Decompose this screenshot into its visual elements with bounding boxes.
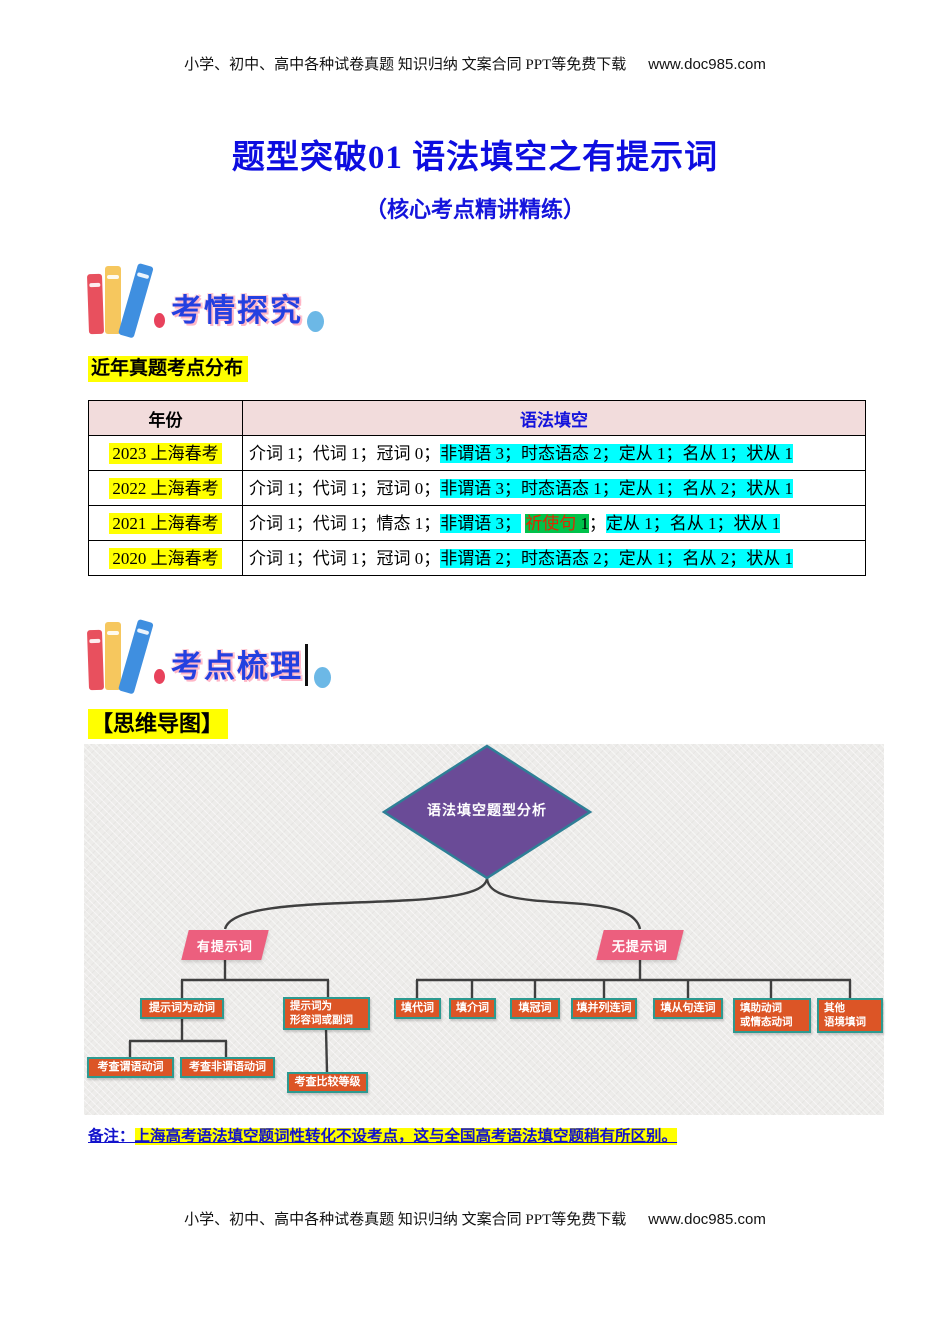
blue-book-icon bbox=[118, 262, 154, 339]
mindmap-node-check-predicate-verb: 考查谓语动词 bbox=[87, 1057, 174, 1078]
content-cell: 介词 1；代词 1；冠词 0；非谓语 3；时态语态 2；定从 1；名从 1；状从… bbox=[242, 435, 866, 471]
branch-label: 有提示词 bbox=[196, 938, 253, 954]
text-segment: 介词 1；代词 1；冠词 0； bbox=[249, 479, 441, 498]
mindmap-node-hint-verb: 提示词为动词 bbox=[140, 998, 224, 1019]
mindmap-node-fill-other-context: 其他 语境填词 bbox=[817, 998, 883, 1033]
text-segment: 1 bbox=[576, 514, 589, 533]
content-cell: 介词 1；代词 1；冠词 0；非谓语 3；时态语态 1；定从 1；名从 2；状从… bbox=[242, 470, 866, 506]
year-cell: 2023 上海春考 bbox=[88, 435, 243, 471]
mindmap-node-fill-pronoun: 填代词 bbox=[394, 998, 441, 1019]
yellow-book-icon bbox=[105, 622, 121, 690]
mindmap-node-fill-coordinating-conjunction: 填并列连词 bbox=[571, 998, 637, 1019]
table-header-year: 年份 bbox=[88, 400, 243, 436]
root-diamond bbox=[381, 744, 593, 880]
red-book-icon bbox=[86, 273, 105, 335]
text-segment: 介词 1；代词 1；冠词 0； bbox=[249, 444, 441, 463]
text-segment: 非谓语 3；时态语态 2；定从 1；名从 1；状从 1 bbox=[440, 444, 793, 463]
blue-book-icon bbox=[118, 618, 154, 695]
text-segment: 非谓语 2；时态语态 2；定从 1；名从 2；状从 1 bbox=[440, 549, 793, 568]
mindmap-node-fill-article: 填冠词 bbox=[510, 998, 560, 1019]
note-label: 备注： bbox=[88, 1128, 135, 1145]
mindmap-branch-without-hint: 无提示词 bbox=[596, 930, 684, 960]
text-segment: 非谓语 3；时态语态 1；定从 1；名从 2；状从 1 bbox=[440, 479, 793, 498]
section-heading-mindmap: 【思维导图】 bbox=[88, 706, 229, 739]
red-book-icon bbox=[86, 629, 105, 691]
table-row: 2022 上海春考 介词 1；代词 1；冠词 0；非谓语 3；时态语态 1；定从… bbox=[88, 470, 866, 506]
header-site-link[interactable]: www.doc985.com bbox=[648, 56, 766, 73]
section-logo-exam-research: 考情探究 bbox=[86, 250, 324, 339]
text-segment: ； bbox=[589, 514, 606, 533]
section-logo-text: 考情探究 bbox=[171, 293, 303, 328]
mindmap-root-label: 语法填空题型分析 bbox=[427, 802, 547, 818]
mindmap-node-check-comparison: 考查比较等级 bbox=[287, 1072, 368, 1093]
text-segment: 介词 1；代词 1；冠词 0； bbox=[249, 549, 441, 568]
mindmap-node-hint-adj-adv: 提示词为 形容词或副词 bbox=[283, 997, 370, 1030]
mindmap-connectors-and-diamond bbox=[128, 744, 852, 1073]
table-header-grammar: 语法填空 bbox=[242, 400, 866, 436]
mindmap-node-check-nonpredicate-verb: 考查非谓语动词 bbox=[180, 1057, 275, 1078]
footer-site-link[interactable]: www.doc985.com bbox=[648, 1211, 766, 1228]
mindmap-node-fill-clause-conjunction: 填从句连词 bbox=[653, 998, 723, 1019]
books-icon bbox=[86, 254, 154, 339]
text-segment: 定从 1；名从 1；状从 1 bbox=[606, 514, 781, 533]
year-cell: 2022 上海春考 bbox=[88, 470, 243, 506]
page-footer: 小学、初中、高中各种试卷真题 知识归纳 文案合同 PPT等免费下载 www.doc… bbox=[0, 1208, 950, 1229]
blue-dot-icon bbox=[307, 311, 324, 332]
table-row: 2023 上海春考 介词 1；代词 1；冠词 0；非谓语 3；时态语态 2；定从… bbox=[88, 435, 866, 471]
blue-dot-icon bbox=[314, 667, 331, 688]
text-cursor bbox=[305, 644, 308, 686]
remark-note: 备注：上海高考语法填空题词性转化不设考点，这与全国高考语法填空题稍有所区别。 bbox=[88, 1124, 678, 1146]
books-icon bbox=[86, 610, 154, 695]
year-cell: 2020 上海春考 bbox=[88, 540, 243, 576]
doc-subtitle: （核心考点精讲精练） bbox=[364, 197, 585, 222]
section-logo-key-points: 考点梳理 bbox=[86, 606, 331, 695]
footer-text: 小学、初中、高中各种试卷真题 知识归纳 文案合同 PPT等免费下载 bbox=[184, 1212, 627, 1228]
section-heading-text: 【思维导图】 bbox=[88, 709, 229, 739]
text-segment: 介词 1；代词 1；情态 1； bbox=[249, 514, 441, 533]
content-cell: 介词 1；代词 1；冠词 0；非谓语 2；时态语态 2；定从 1；名从 2；状从… bbox=[242, 540, 866, 576]
yellow-book-icon bbox=[105, 266, 121, 334]
mindmap-node-fill-auxiliary-modal: 填助动词 或情态动词 bbox=[733, 998, 811, 1033]
page-header: 小学、初中、高中各种试卷真题 知识归纳 文案合同 PPT等免费下载 www.doc… bbox=[0, 53, 950, 74]
table-row: 2021 上海春考 介词 1；代词 1；情态 1；非谓语 3； 祈使句 1；定从… bbox=[88, 505, 866, 541]
mindmap-branch-with-hint: 有提示词 bbox=[181, 930, 269, 960]
section-logo-text: 考点梳理 bbox=[171, 649, 303, 684]
mindmap-diagram: 语法填空题型分析 有提示词 无提示词 提示词为动词 提示词为 形容词或副词 考查… bbox=[84, 744, 884, 1115]
text-segment: 祈使句 bbox=[525, 514, 577, 533]
year-cell: 2021 上海春考 bbox=[88, 505, 243, 541]
red-dot-icon bbox=[154, 669, 165, 684]
content-cell: 介词 1；代词 1；情态 1；非谓语 3； 祈使句 1；定从 1；名从 1；状从… bbox=[242, 505, 866, 541]
text-segment: 非谓语 3； bbox=[440, 514, 521, 533]
branch-label: 无提示词 bbox=[611, 938, 668, 954]
section-heading-text: 近年真题考点分布 bbox=[88, 356, 249, 382]
section-heading-exam-distribution: 近年真题考点分布 bbox=[88, 353, 249, 382]
mindmap-node-fill-preposition: 填介词 bbox=[449, 998, 496, 1019]
red-dot-icon bbox=[154, 313, 165, 328]
table-row: 2020 上海春考 介词 1；代词 1；冠词 0；非谓语 2；时态语态 2；定从… bbox=[88, 540, 866, 576]
table-header-row: 年份 语法填空 bbox=[88, 400, 866, 436]
exam-table: 年份 语法填空 2023 上海春考 介词 1；代词 1；冠词 0；非谓语 3；时… bbox=[88, 400, 866, 576]
header-text: 小学、初中、高中各种试卷真题 知识归纳 文案合同 PPT等免费下载 bbox=[184, 57, 627, 73]
note-text: 上海高考语法填空题词性转化不设考点，这与全国高考语法填空题稍有所区别。 bbox=[134, 1128, 678, 1145]
doc-title: 题型突破01 语法填空之有提示词 bbox=[231, 140, 719, 176]
